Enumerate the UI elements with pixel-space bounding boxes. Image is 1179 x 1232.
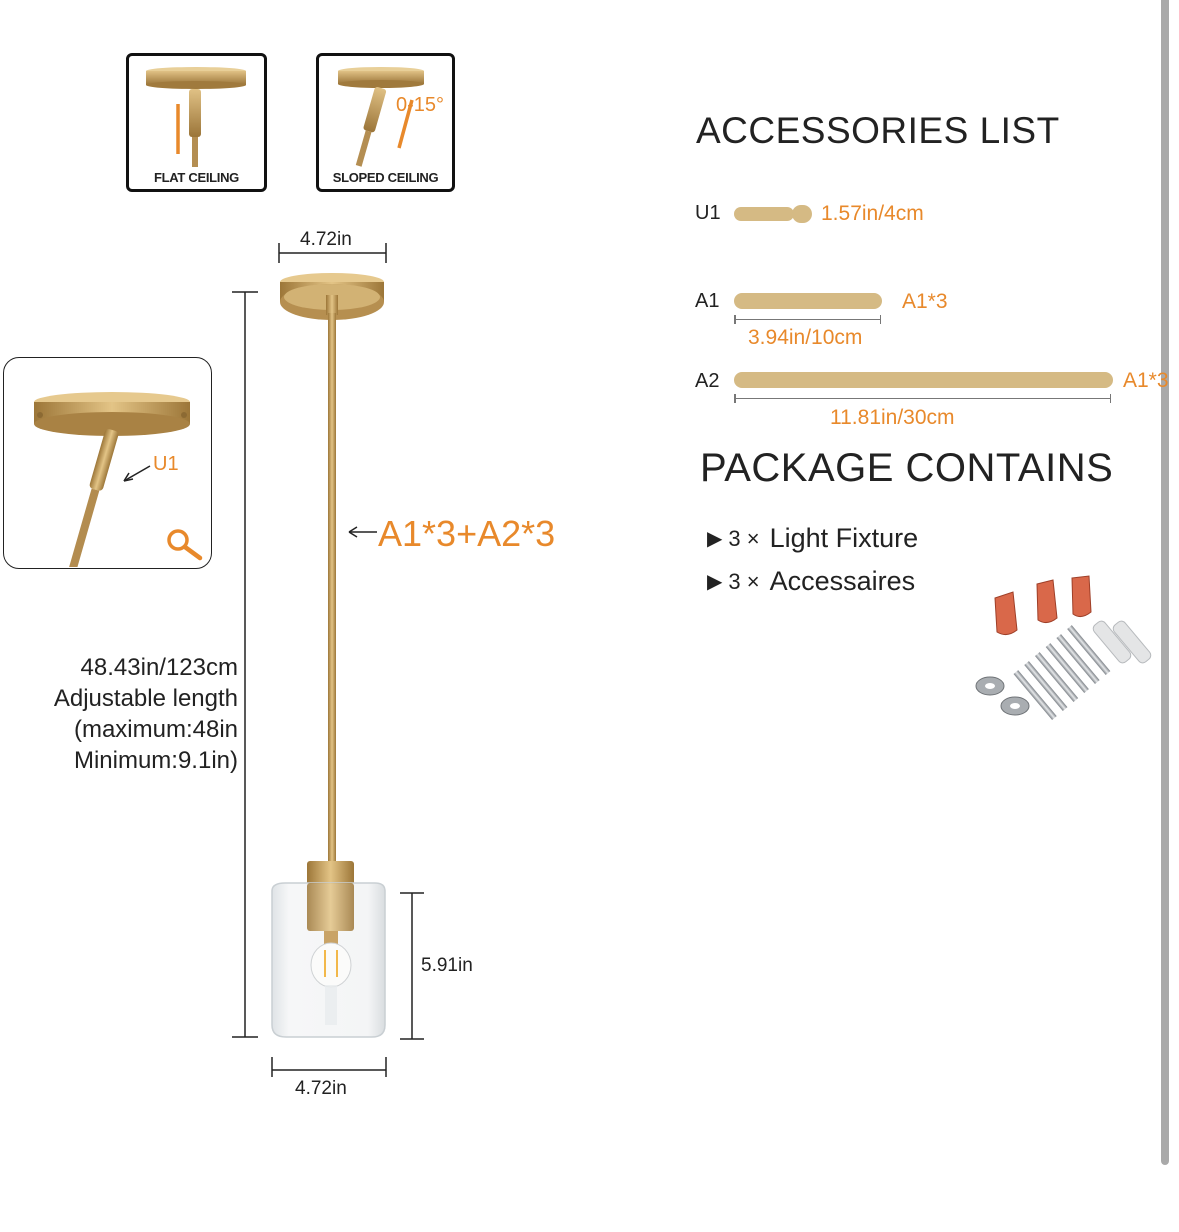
zoom-detail-image [34,392,203,567]
angle-label: 0-15° [396,94,445,116]
u1-part-icon [734,207,794,221]
accessory-size: 3.94in/10cm [748,326,863,349]
bullet-triangle-icon: ▶ [707,571,723,593]
a2-rod-icon [734,372,1113,388]
zoom-label: U1 [153,453,179,475]
sloped-ceiling-icon [338,67,424,167]
accessory-size: 1.57in/4cm [821,202,924,225]
accessory-id: A1 [695,290,720,312]
u1-part-end-icon [792,205,812,223]
scrollbar[interactable] [1161,0,1169,1165]
package-item: ▶ 3 × Accessaires [707,566,915,597]
length-line: Minimum:9.1in) [73,747,238,774]
accessory-id: A2 [695,370,720,392]
a1-rod-icon [734,293,882,309]
sloped-ceiling-label: SLOPED CEILING [332,170,439,185]
pendant-diagram [232,243,424,1077]
hardware-kit-image [975,575,1152,720]
flat-ceiling-label: FLAT CEILING [154,170,239,185]
canopy-width-label: 4.72in [300,229,352,250]
length-note: 48.43in/123cm Adjustable length (maximum… [0,652,238,776]
a1-dimension-line [734,315,881,324]
flat-ceiling-icon [146,67,246,167]
shade-height-label: 5.91in [421,955,473,976]
length-line: 48.43in/123cm [80,654,238,681]
length-line: Adjustable length [53,685,238,712]
accessory-qty: A1*3 [902,290,948,313]
package-item-label: Accessaires [769,566,916,596]
accessory-id: U1 [695,202,721,224]
magnifier-icon [166,528,196,558]
accessories-title: ACCESSORIES LIST [696,110,1060,151]
accessory-size: 11.81in/30cm [830,406,955,429]
flat-ceiling-option: FLAT CEILING [126,53,267,192]
package-item-label: Light Fixture [769,523,919,553]
sloped-ceiling-option: 0-15° SLOPED CEILING [316,53,455,192]
package-item-qty: 3 × [728,568,760,594]
package-item-qty: 3 × [728,525,760,551]
shade-width-label: 4.72in [295,1078,347,1099]
rod-label: A1*3+A2*3 [378,513,556,554]
zoom-detail-panel: U1 [3,357,212,569]
length-line: (maximum:48in [73,716,238,743]
package-item: ▶ 3 × Light Fixture [707,523,918,554]
accessory-qty: A1*3 [1123,369,1169,392]
bullet-triangle-icon: ▶ [707,528,723,550]
a2-dimension-line [734,394,1111,403]
package-title: PACKAGE CONTAINS [700,446,1114,490]
